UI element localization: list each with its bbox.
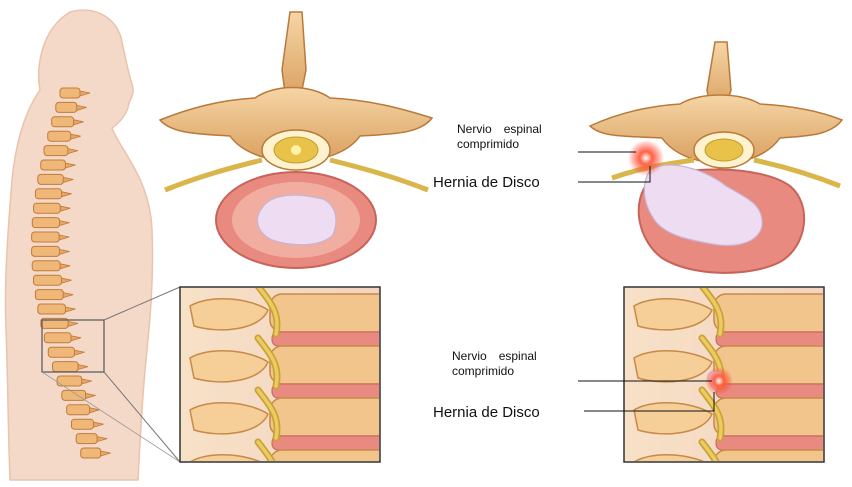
vertebral-body — [270, 294, 410, 332]
vertebral-body — [270, 398, 410, 436]
intervertebral-disc — [716, 332, 852, 346]
top-nerve-word-1: Nervio — [457, 122, 492, 136]
body-vertebra — [35, 189, 61, 199]
vertebral-process — [190, 455, 268, 486]
bottom-nerve-word-1: Nervio — [452, 349, 487, 363]
body-vertebra — [76, 434, 97, 444]
vertebral-body — [270, 450, 410, 487]
body-vertebra — [81, 448, 101, 458]
body-vertebra — [32, 246, 60, 256]
top-nerve-word-2: espinal — [504, 122, 542, 136]
healthy-spine-closeup — [180, 286, 412, 487]
vertebral-body — [714, 294, 852, 332]
body-vertebra — [38, 174, 63, 184]
body-vertebra — [41, 160, 66, 170]
body-vertebra — [62, 390, 86, 400]
body-vertebra — [38, 304, 66, 314]
body-vertebra — [35, 290, 63, 300]
vertebral-body — [714, 398, 852, 436]
intervertebral-disc — [272, 332, 412, 346]
intervertebral-disc — [716, 436, 852, 450]
bottom-nerve-label: Nervio espinal comprimido — [452, 349, 537, 379]
body-vertebra — [44, 146, 68, 156]
bottom-nerve-word-2: espinal — [499, 349, 537, 363]
top-nerve-label: Nervio espinal comprimido — [457, 122, 542, 152]
intervertebral-disc — [272, 436, 412, 450]
body-vertebra — [67, 405, 90, 415]
body-vertebra — [56, 102, 77, 112]
body-vertebra — [32, 261, 60, 271]
top-hernia-label: Hernia de Disco — [433, 174, 540, 192]
body-vertebra — [32, 232, 60, 242]
intervertebral-disc — [272, 384, 412, 398]
healthy-vertebra-top-view — [160, 12, 432, 268]
body-vertebra — [32, 218, 59, 228]
bottom-nerve-word-3: comprimido — [452, 364, 514, 378]
body-vertebra — [48, 347, 74, 357]
top-nerve-word-3: comprimido — [457, 137, 519, 151]
body-vertebra — [44, 333, 71, 343]
herniated-vertebra-top-view — [590, 42, 842, 273]
body-vertebra — [33, 275, 61, 285]
intervertebral-disc — [716, 384, 852, 398]
body-vertebra — [52, 117, 74, 127]
herniated-spine-closeup — [624, 286, 852, 487]
body-vertebra — [71, 419, 93, 429]
vertebral-body — [270, 346, 410, 384]
bottom-hernia-label: Hernia de Disco — [433, 404, 540, 422]
vertebral-body — [714, 450, 852, 487]
vertebral-process — [634, 455, 712, 486]
body-vertebra — [34, 203, 61, 213]
body-vertebra — [53, 362, 78, 372]
body-vertebra — [48, 131, 71, 141]
body-vertebra — [60, 88, 80, 98]
vertebral-body — [714, 346, 852, 384]
